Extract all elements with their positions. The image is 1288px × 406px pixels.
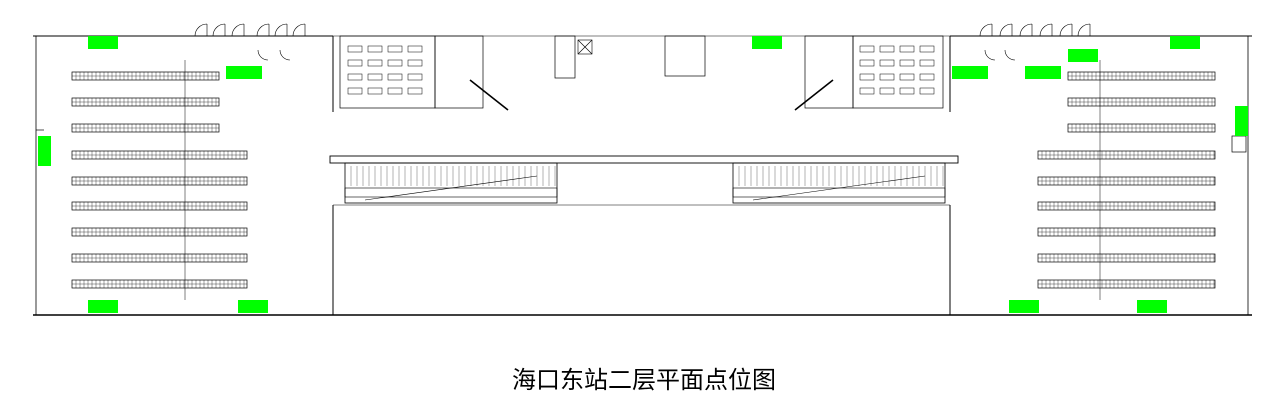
diagram-caption: 海口东站二层平面点位图 <box>512 366 776 394</box>
doors-east-lobby <box>984 49 1016 61</box>
seat-row-east-8 <box>1037 253 1216 263</box>
seat-row-west-9 <box>71 279 248 289</box>
floor-plan <box>33 23 1252 316</box>
seat-row-east-6 <box>1037 201 1216 211</box>
doors-west-lobby <box>257 49 291 61</box>
seat-row-west-4 <box>71 150 248 160</box>
escalator-east <box>732 162 946 204</box>
marker-west-bottom-1 <box>88 300 118 313</box>
tables-west-office <box>347 45 423 95</box>
seat-row-east-3 <box>1067 123 1216 133</box>
seat-row-west-8 <box>71 253 248 263</box>
doors-west-top-2 <box>256 23 306 37</box>
duct-line-west <box>469 79 509 111</box>
marker-west-top-1 <box>88 36 118 49</box>
marker-east-top-4 <box>1170 36 1200 49</box>
marker-west-left <box>38 136 51 166</box>
seat-rows <box>71 60 1216 300</box>
escalators <box>329 155 959 204</box>
room-west-service <box>434 35 484 109</box>
marker-east-top-2 <box>1025 66 1061 79</box>
marker-east-top-3 <box>1068 49 1098 62</box>
survey-markers <box>38 36 1248 313</box>
seat-row-east-7 <box>1037 227 1216 237</box>
doors-east-top <box>979 23 1033 37</box>
seat-row-west-5 <box>71 176 248 186</box>
marker-east-bottom-2 <box>1137 300 1167 313</box>
marker-center-top <box>752 36 782 49</box>
seat-row-east-4 <box>1037 150 1216 160</box>
seat-row-east-1 <box>1067 71 1216 81</box>
seat-row-west-3 <box>71 123 220 133</box>
marker-east-right <box>1235 106 1248 136</box>
marker-east-top-1 <box>952 66 988 79</box>
equipment-east <box>1231 135 1247 153</box>
seat-row-west-6 <box>71 201 248 211</box>
marker-east-bottom-1 <box>1009 300 1039 313</box>
seat-row-west-7 <box>71 227 248 237</box>
room-west-office <box>339 35 436 109</box>
marker-west-top-2 <box>226 66 262 79</box>
escalator-landing <box>329 155 959 164</box>
stair-core-west-cross-b <box>577 39 593 55</box>
seat-row-west-1 <box>71 71 220 81</box>
room-west-core <box>554 35 576 79</box>
doors-west-top <box>194 23 245 37</box>
doors-east-top-2 <box>1039 23 1091 37</box>
room-east-core <box>664 35 706 77</box>
duct-line-east <box>794 79 834 111</box>
escalator-west <box>344 162 558 204</box>
seat-row-east-9 <box>1037 279 1216 289</box>
stair-core-west <box>577 39 593 55</box>
office-tables <box>347 45 935 95</box>
seat-row-east-5 <box>1037 176 1216 186</box>
marker-west-bottom-2 <box>238 300 268 313</box>
tables-east-office <box>859 45 935 95</box>
seat-row-east-2 <box>1067 97 1216 107</box>
seat-row-west-2 <box>71 97 220 107</box>
room-east-office <box>852 35 944 109</box>
